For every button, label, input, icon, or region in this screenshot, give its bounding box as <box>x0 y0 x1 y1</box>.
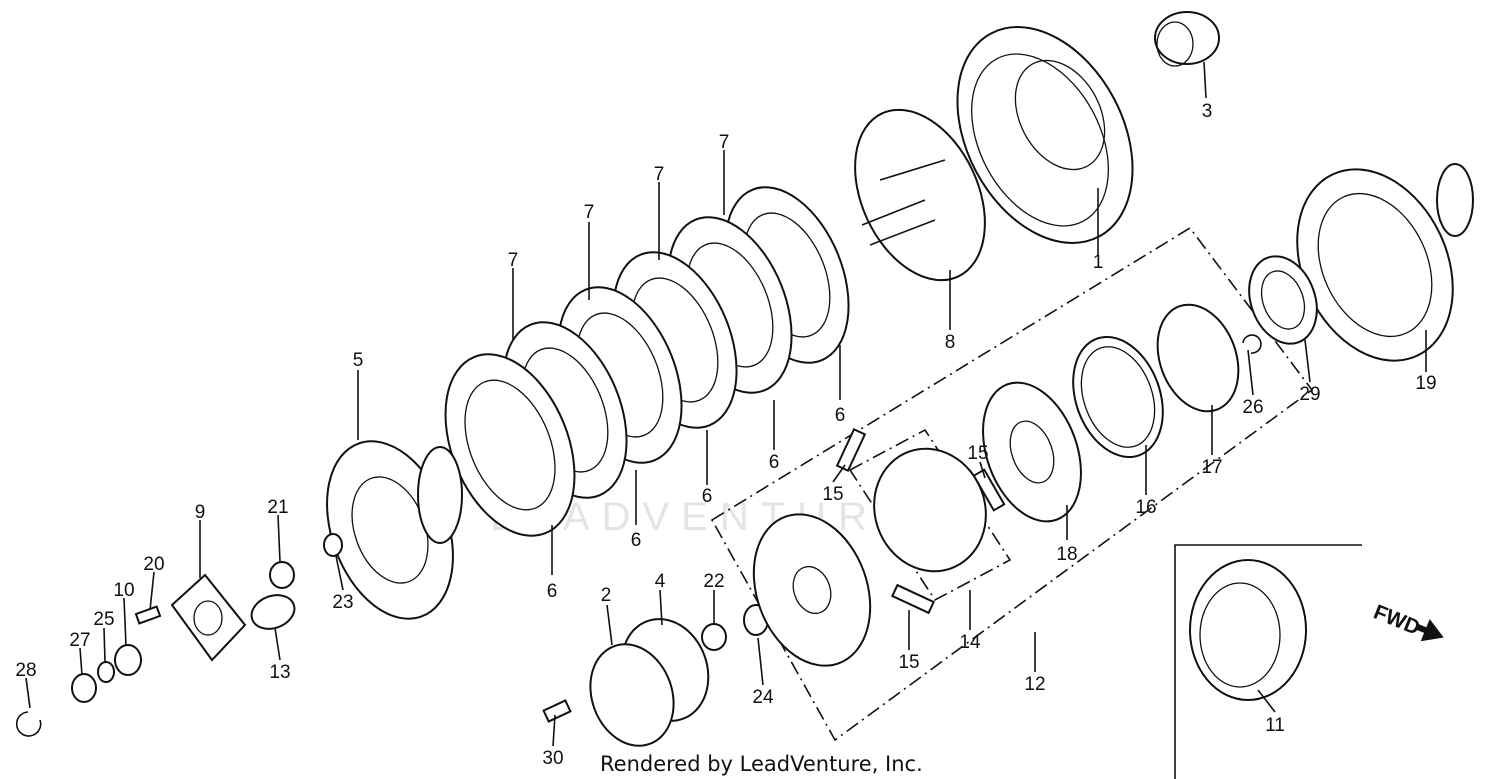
part-drum <box>1296 163 1474 362</box>
callout-16: 16 <box>1135 497 1156 518</box>
callout-23: 23 <box>332 592 353 613</box>
callout-17: 17 <box>1201 457 1222 478</box>
callout-30: 30 <box>542 748 563 769</box>
callout-27: 27 <box>69 630 90 651</box>
part-bearing-10 <box>114 644 142 676</box>
callout-28: 28 <box>15 660 36 681</box>
part-washer-25 <box>97 661 115 683</box>
callout-13: 13 <box>269 662 290 683</box>
callout-20: 20 <box>143 554 164 575</box>
callout-8: 8 <box>945 332 956 353</box>
callout-18: 18 <box>1056 544 1077 565</box>
callout-15: 15 <box>967 443 988 464</box>
callout-19: 19 <box>1415 373 1436 394</box>
callout-5: 5 <box>353 350 364 371</box>
part-cover <box>589 618 710 747</box>
clutch-plate-stack <box>444 186 850 537</box>
callout-22: 22 <box>703 571 724 592</box>
part-circlip-26 <box>1242 334 1262 354</box>
render-caption: Rendered by LeadVenture, Inc. <box>600 752 923 776</box>
callout-11: 11 <box>1265 715 1285 736</box>
part-spring-15c <box>891 583 935 615</box>
callout-10: 10 <box>113 580 134 601</box>
part-clutch-inset <box>1189 559 1307 701</box>
fwd-label: FWD <box>1370 601 1423 640</box>
callout-24: 24 <box>752 687 774 708</box>
callout-15: 15 <box>898 652 919 673</box>
callout-6: 6 <box>631 530 642 551</box>
part-bolt-20 <box>134 605 162 625</box>
part-spring-13 <box>250 594 296 630</box>
callout-6: 6 <box>835 405 846 426</box>
callout-7: 7 <box>584 202 595 223</box>
part-centrifugal-assembly <box>752 303 1240 667</box>
callout-6: 6 <box>702 486 713 507</box>
part-clutch-outer <box>956 26 1134 244</box>
callout-7: 7 <box>654 164 665 185</box>
part-clutch-center <box>326 440 463 620</box>
part-bolt-30 <box>542 699 572 723</box>
callout-12: 12 <box>1024 674 1045 695</box>
callout-25: 25 <box>93 609 114 630</box>
assembly-box-12 <box>710 226 1314 742</box>
fwd-arrow: FWD <box>1370 601 1444 642</box>
callout-26: 26 <box>1242 397 1263 418</box>
leader-lines <box>25 61 1427 747</box>
callout-6: 6 <box>547 581 558 602</box>
callout-21: 21 <box>267 497 288 518</box>
callout-14: 14 <box>959 632 981 653</box>
part-nut-27 <box>71 673 97 703</box>
part-spring-15b <box>972 468 1006 512</box>
callout-4: 4 <box>655 571 666 592</box>
callout-9: 9 <box>195 502 206 523</box>
part-plate-9 <box>170 573 247 662</box>
part-one-way-clutch <box>1248 255 1318 345</box>
callout-15: 15 <box>822 484 843 505</box>
callout-6: 6 <box>769 452 780 473</box>
callout-2: 2 <box>601 585 612 606</box>
callout-3: 3 <box>1202 101 1213 122</box>
part-collar <box>1154 11 1220 67</box>
callout-7: 7 <box>719 132 730 153</box>
part-nut-22 <box>701 623 727 651</box>
part-washer-23 <box>323 533 343 557</box>
callout-7: 7 <box>508 250 519 271</box>
inset-frame-11 <box>1174 544 1362 779</box>
part-nut-21 <box>269 561 295 589</box>
callout-29: 29 <box>1299 384 1320 405</box>
part-clip-28 <box>15 711 42 737</box>
callout-labels: 1 2 3 4 5 6 6 6 6 6 7 7 7 7 8 9 10 11 12… <box>15 101 1436 769</box>
part-pressure-plate <box>854 108 986 282</box>
callout-1: 1 <box>1093 252 1104 273</box>
